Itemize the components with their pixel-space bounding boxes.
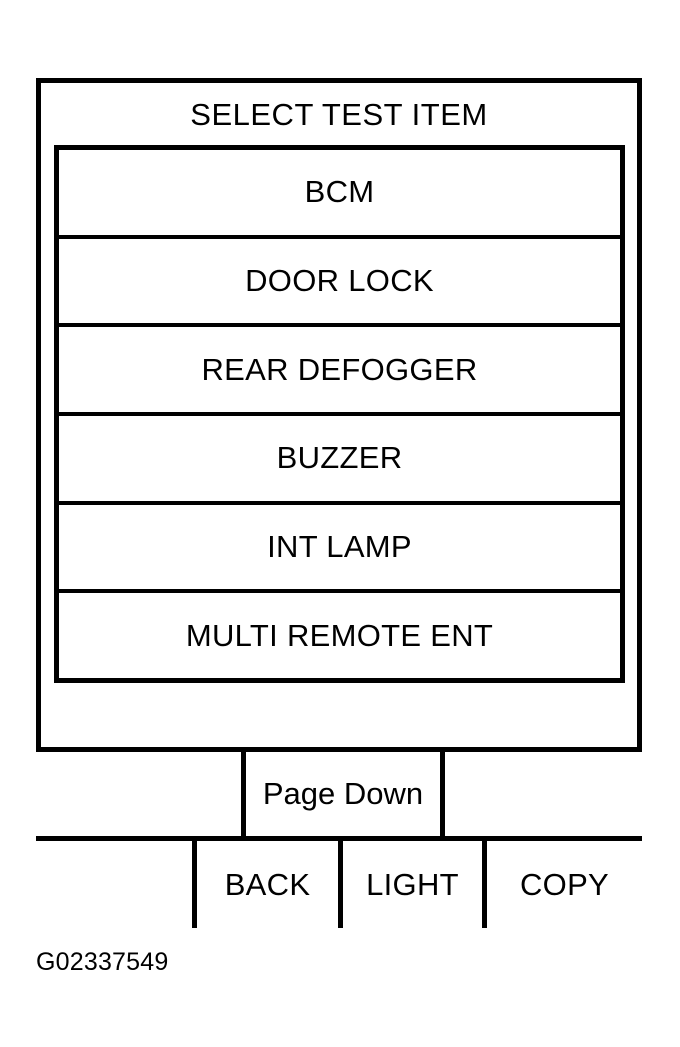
copy-button[interactable]: COPY bbox=[487, 841, 642, 928]
test-item-label: BCM bbox=[304, 174, 375, 210]
test-item-buzzer[interactable]: BUZZER bbox=[59, 416, 620, 505]
test-item-list: BCM DOOR LOCK REAR DEFOGGER BUZZER INT L… bbox=[54, 145, 625, 683]
back-button[interactable]: BACK bbox=[197, 841, 343, 928]
page-nav-row: Page Down bbox=[36, 747, 642, 836]
test-item-int-lamp[interactable]: INT LAMP bbox=[59, 504, 620, 594]
test-item-label: BUZZER bbox=[276, 440, 403, 476]
test-item-label: REAR DEFOGGER bbox=[201, 351, 478, 387]
page-down-label: Page Down bbox=[262, 776, 424, 811]
back-label: BACK bbox=[224, 866, 311, 902]
test-item-bcm[interactable]: BCM bbox=[59, 150, 620, 239]
test-item-label: INT LAMP bbox=[267, 529, 412, 565]
page-nav-left-button[interactable] bbox=[36, 752, 246, 836]
test-item-label: MULTI REMOTE ENT bbox=[185, 617, 494, 653]
test-item-multi-remote-ent[interactable]: MULTI REMOTE ENT bbox=[59, 593, 620, 679]
light-label: LIGHT bbox=[366, 866, 459, 902]
function-key-row: BACK LIGHT COPY bbox=[36, 836, 642, 928]
blank-spacer-region bbox=[41, 683, 637, 747]
page-down-button[interactable]: Page Down bbox=[246, 752, 445, 836]
function-key-blank-button[interactable] bbox=[36, 841, 197, 928]
page-title: SELECT TEST ITEM bbox=[190, 97, 488, 132]
test-item-door-lock[interactable]: DOOR LOCK bbox=[59, 238, 620, 328]
copy-label: COPY bbox=[519, 866, 610, 902]
page-nav-right-button[interactable] bbox=[445, 752, 642, 836]
test-item-label: DOOR LOCK bbox=[245, 263, 434, 298]
test-item-rear-defogger[interactable]: REAR DEFOGGER bbox=[59, 327, 620, 417]
figure-caption: G02337549 bbox=[36, 948, 169, 976]
scan-tool-screen-frame: SELECT TEST ITEM BCM DOOR LOCK REAR DEFO… bbox=[36, 78, 642, 928]
light-button[interactable]: LIGHT bbox=[343, 841, 487, 928]
